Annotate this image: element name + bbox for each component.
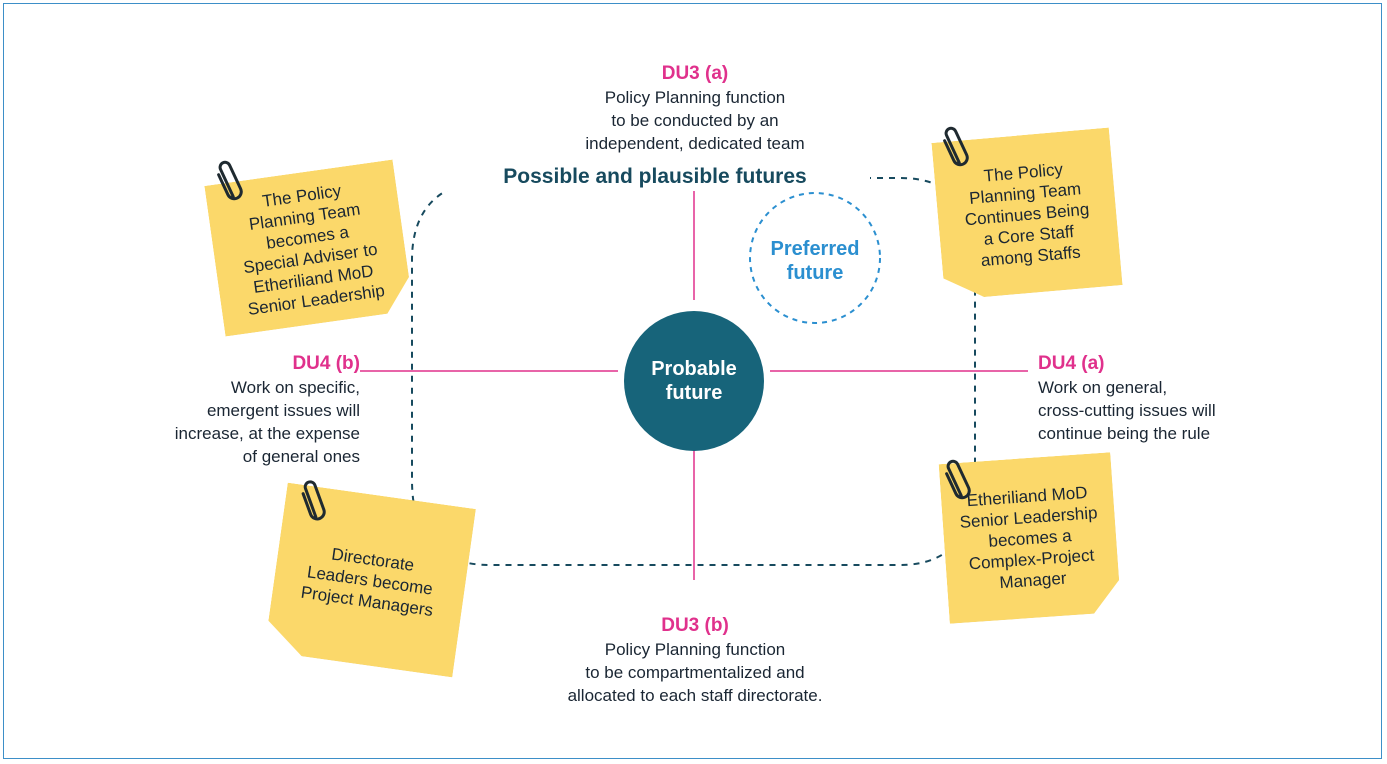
probable-line-1: Probable — [651, 358, 737, 380]
diagram-frame — [3, 3, 1382, 759]
axis-top-label: DU3 (a) Policy Planning function to be c… — [545, 62, 845, 155]
axis-left-line-2: emergent issues will — [206, 401, 360, 420]
preferred-line-1: Preferred — [770, 238, 860, 260]
preferred-future-label: Preferred future — [745, 237, 885, 285]
axis-bottom-line-2: to be compartmentalized and — [585, 663, 805, 682]
paperclip-icon — [217, 160, 243, 201]
axis-left-code: DU4 (b) — [292, 353, 360, 374]
axis-top-line-3: independent, dedicated team — [585, 134, 805, 153]
axis-right-line-2: cross-cutting issues will — [1038, 401, 1216, 420]
axis-left-line-4: of general ones — [242, 447, 360, 466]
probable-line-2: future — [665, 382, 723, 404]
axis-left-line-1: Work on specific, — [230, 378, 360, 397]
paperclip-icon — [945, 459, 971, 500]
axis-bottom-line-3: allocated to each staff directorate. — [567, 686, 823, 705]
axis-left-line-3: increase, at the expense — [174, 424, 360, 443]
axis-bottom-line-1: Policy Planning function — [604, 640, 786, 659]
paperclip-icon — [301, 480, 326, 521]
preferred-future-circle — [749, 192, 881, 324]
probable-future-circle: Probable future — [624, 311, 764, 451]
axis-right-label: DU4 (a) Work on general, cross-cutting i… — [1038, 352, 1268, 445]
paperclip-icon — [943, 126, 969, 167]
note-bottom-left: Directorate Leaders become Project Manag… — [264, 483, 476, 678]
axis-right-line-1: Work on general, — [1038, 378, 1168, 397]
axis-top-line-2: to be conducted by an — [611, 111, 779, 130]
axis-top-code: DU3 (a) — [661, 63, 729, 84]
axis-right-line-3: continue being the rule — [1038, 424, 1211, 443]
axis-top-line-1: Policy Planning function — [604, 88, 786, 107]
axis-left-label: DU4 (b) Work on specific, emergent issue… — [140, 352, 360, 468]
possible-futures-label: Possible and plausible futures — [440, 163, 870, 191]
axis-bottom-code: DU3 (b) — [661, 615, 729, 636]
preferred-line-2: future — [786, 262, 844, 284]
axis-right-code: DU4 (a) — [1038, 353, 1105, 374]
axis-bottom-label: DU3 (b) Policy Planning function to be c… — [520, 614, 870, 707]
